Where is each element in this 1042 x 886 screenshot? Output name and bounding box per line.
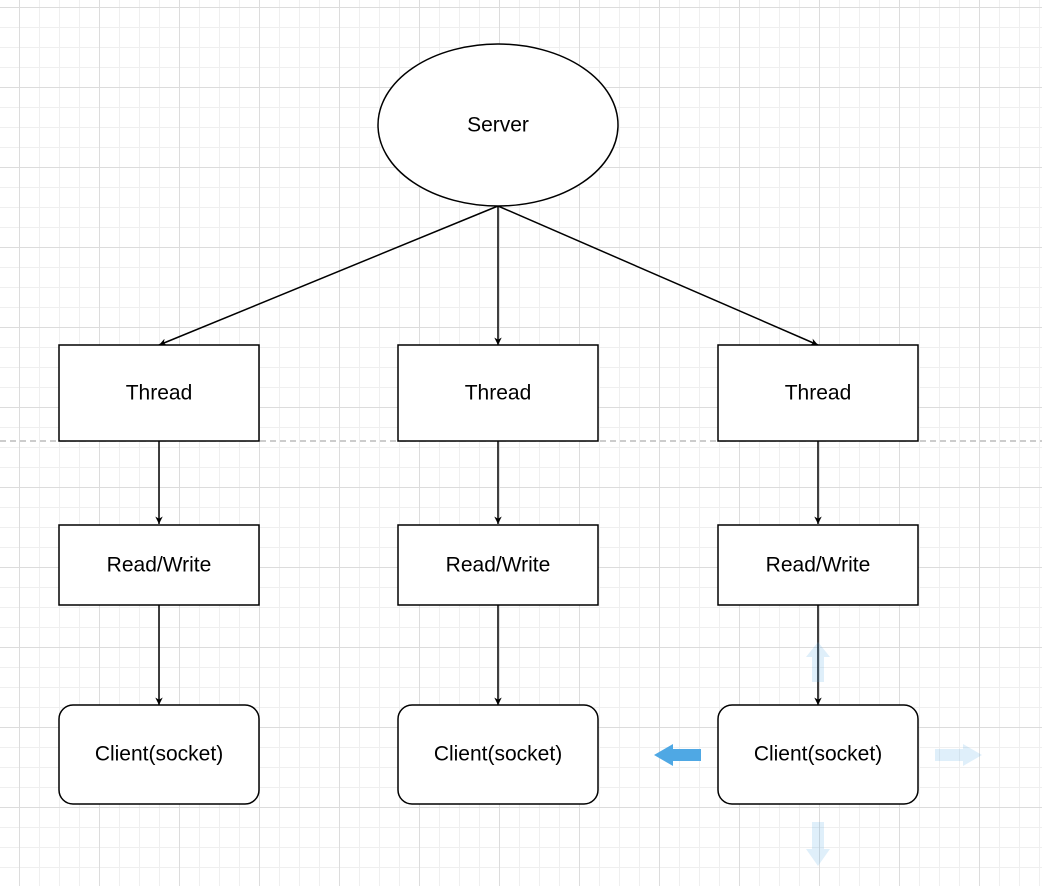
hover-connect-arrows <box>654 642 982 866</box>
server-label: Server <box>467 114 529 137</box>
client-node-3[interactable]: Client(socket) <box>717 704 919 805</box>
right-arrow-icon[interactable] <box>935 744 982 766</box>
read-write-node-2[interactable]: Read/Write <box>397 524 599 606</box>
thread-node-1[interactable]: Thread <box>58 344 260 442</box>
down-arrow-icon[interactable] <box>806 822 830 866</box>
client-label-2: Client(socket) <box>434 743 562 766</box>
edge-server-thread-3[interactable] <box>497 205 819 346</box>
client-label-3: Client(socket) <box>754 743 882 766</box>
up-arrow-icon[interactable] <box>806 642 830 682</box>
read-write-node-3[interactable]: Read/Write <box>717 524 919 606</box>
thread-label-2: Thread <box>465 382 532 405</box>
read-write-label-1: Read/Write <box>107 554 212 577</box>
left-arrow-icon[interactable] <box>654 744 701 766</box>
read-write-label-2: Read/Write <box>446 554 551 577</box>
edge-server-thread-1[interactable] <box>158 205 499 346</box>
client-node-2[interactable]: Client(socket) <box>397 704 599 805</box>
client-label-1: Client(socket) <box>95 743 223 766</box>
client-node-1[interactable]: Client(socket) <box>58 704 260 805</box>
thread-node-3[interactable]: Thread <box>717 344 919 442</box>
thread-label-3: Thread <box>785 382 852 405</box>
server-node[interactable]: Server <box>377 43 619 207</box>
read-write-node-1[interactable]: Read/Write <box>58 524 260 606</box>
thread-label-1: Thread <box>126 382 193 405</box>
thread-node-2[interactable]: Thread <box>397 344 599 442</box>
edges <box>155 205 822 705</box>
read-write-label-3: Read/Write <box>766 554 871 577</box>
